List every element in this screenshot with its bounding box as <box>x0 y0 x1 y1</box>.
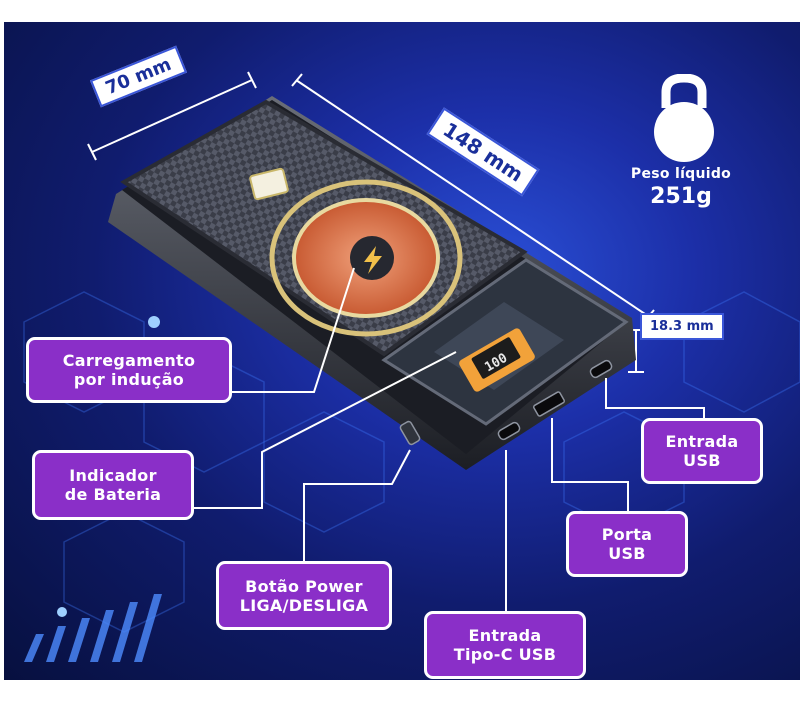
magnetic-ring <box>269 179 463 337</box>
callout-line: USB <box>608 544 646 563</box>
background-stripes <box>24 594 162 662</box>
weight-label: Peso líquido <box>630 166 732 182</box>
usb-c-port <box>497 421 521 441</box>
display-screen <box>471 337 521 379</box>
usb-a-port <box>532 391 566 417</box>
dimension-lines <box>87 71 655 373</box>
callout-line: Indicador <box>69 466 157 485</box>
scene-art: 100 <box>23 71 800 662</box>
callout-line: Entrada <box>468 626 542 645</box>
magnet-indicator-window <box>249 167 289 201</box>
callout-line: por indução <box>73 370 185 389</box>
usb-input-port <box>589 359 613 379</box>
power-button <box>399 420 421 446</box>
callout-line: Carregamento <box>62 351 196 370</box>
glow-dot <box>148 316 160 328</box>
callout-line: Entrada <box>665 432 739 451</box>
callout-line: Porta <box>601 525 653 544</box>
kettlebell-icon <box>654 74 714 162</box>
weight-info: Peso líquido 251g <box>596 166 766 209</box>
callout-line: USB <box>683 451 721 470</box>
height-dimension-label: 18.3 mm <box>640 313 724 340</box>
lightning-icon <box>364 246 382 274</box>
callout-line: Tipo-C USB <box>453 645 557 664</box>
callout-line: Botão Power <box>245 576 363 596</box>
weight-value: 251g <box>650 184 712 209</box>
banner-background: 100 <box>4 22 800 680</box>
callout-line: LIGA/DESLIGA <box>239 595 369 615</box>
power-bank: 100 <box>108 96 636 470</box>
glow-dot <box>57 607 67 617</box>
callout-line: de Bateria <box>64 485 162 504</box>
